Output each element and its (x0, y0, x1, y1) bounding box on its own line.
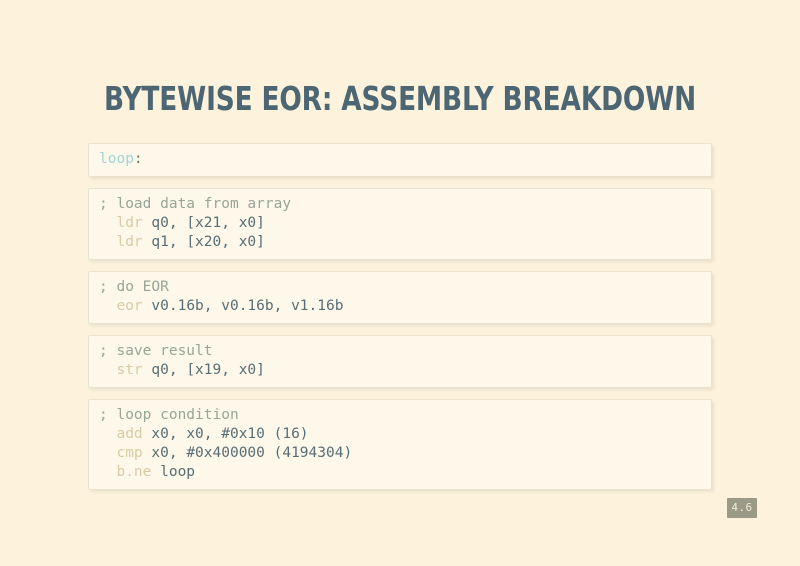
code-line: b.ne loop (99, 463, 701, 482)
code-token-comment: ; load data from array (99, 196, 292, 212)
code-token-operand: q0, [x21, x0] (142, 215, 265, 231)
code-token-comment: ; loop condition (99, 407, 239, 423)
code-token-operand (99, 234, 116, 250)
code-block-list: loop: ; load data from array ldr q0, [x21… (88, 143, 712, 490)
code-token-operand (99, 298, 116, 314)
code-line: ; save result (99, 342, 701, 361)
loop-label-block: loop: (88, 143, 712, 177)
code-line: ; do EOR (99, 278, 701, 297)
code-line: ; loop condition (99, 406, 701, 425)
code-token-mnemonic: b.ne (116, 464, 152, 480)
store-block: ; save result str q0, [x19, x0] (88, 335, 712, 388)
code-token-operand (99, 426, 116, 442)
code-line: add x0, x0, #0x10 (16) (99, 425, 701, 444)
code-token-operand: q0, [x19, x0] (142, 362, 265, 378)
code-token-mnemonic: ldr (116, 234, 143, 250)
code-token-operand: x0, #0x400000 (4194304) (142, 445, 353, 461)
code-token-punct: : (133, 151, 143, 167)
page-number-badge: 4.6 (727, 498, 757, 518)
load-block: ; load data from array ldr q0, [x21, x0]… (88, 188, 712, 260)
code-line: eor v0.16b, v0.16b, v1.16b (99, 297, 701, 316)
page-title: Bytewise EOR: Assembly Breakdown (103, 79, 697, 118)
code-line: ldr q1, [x20, x0] (99, 233, 701, 252)
code-token-operand: q1, [x20, x0] (142, 234, 265, 250)
code-token-comment: ; save result (99, 343, 213, 359)
code-line: str q0, [x19, x0] (99, 361, 701, 380)
code-line: cmp x0, #0x400000 (4194304) (99, 444, 701, 463)
code-token-operand (99, 215, 116, 231)
code-token-operand (99, 464, 116, 480)
code-token-comment: ; do EOR (99, 279, 169, 295)
code-token-operand (99, 362, 116, 378)
code-token-mnemonic: cmp (116, 445, 143, 461)
code-line: ; load data from array (99, 195, 701, 214)
code-token-label: loop (99, 151, 134, 167)
code-token-mnemonic: add (116, 426, 143, 442)
code-token-mnemonic: ldr (116, 215, 143, 231)
loop-condition-block: ; loop condition add x0, x0, #0x10 (16) … (88, 399, 712, 490)
code-line: loop: (99, 150, 701, 169)
code-token-mnemonic: eor (116, 298, 143, 314)
code-line: ldr q0, [x21, x0] (99, 214, 701, 233)
code-token-operand: v0.16b, v0.16b, v1.16b (142, 298, 344, 314)
code-token-operand (99, 445, 116, 461)
code-token-mnemonic: str (116, 362, 143, 378)
code-token-operand: x0, x0, #0x10 (16) (142, 426, 309, 442)
eor-block: ; do EOR eor v0.16b, v0.16b, v1.16b (88, 271, 712, 324)
code-token-operand: loop (151, 464, 196, 480)
